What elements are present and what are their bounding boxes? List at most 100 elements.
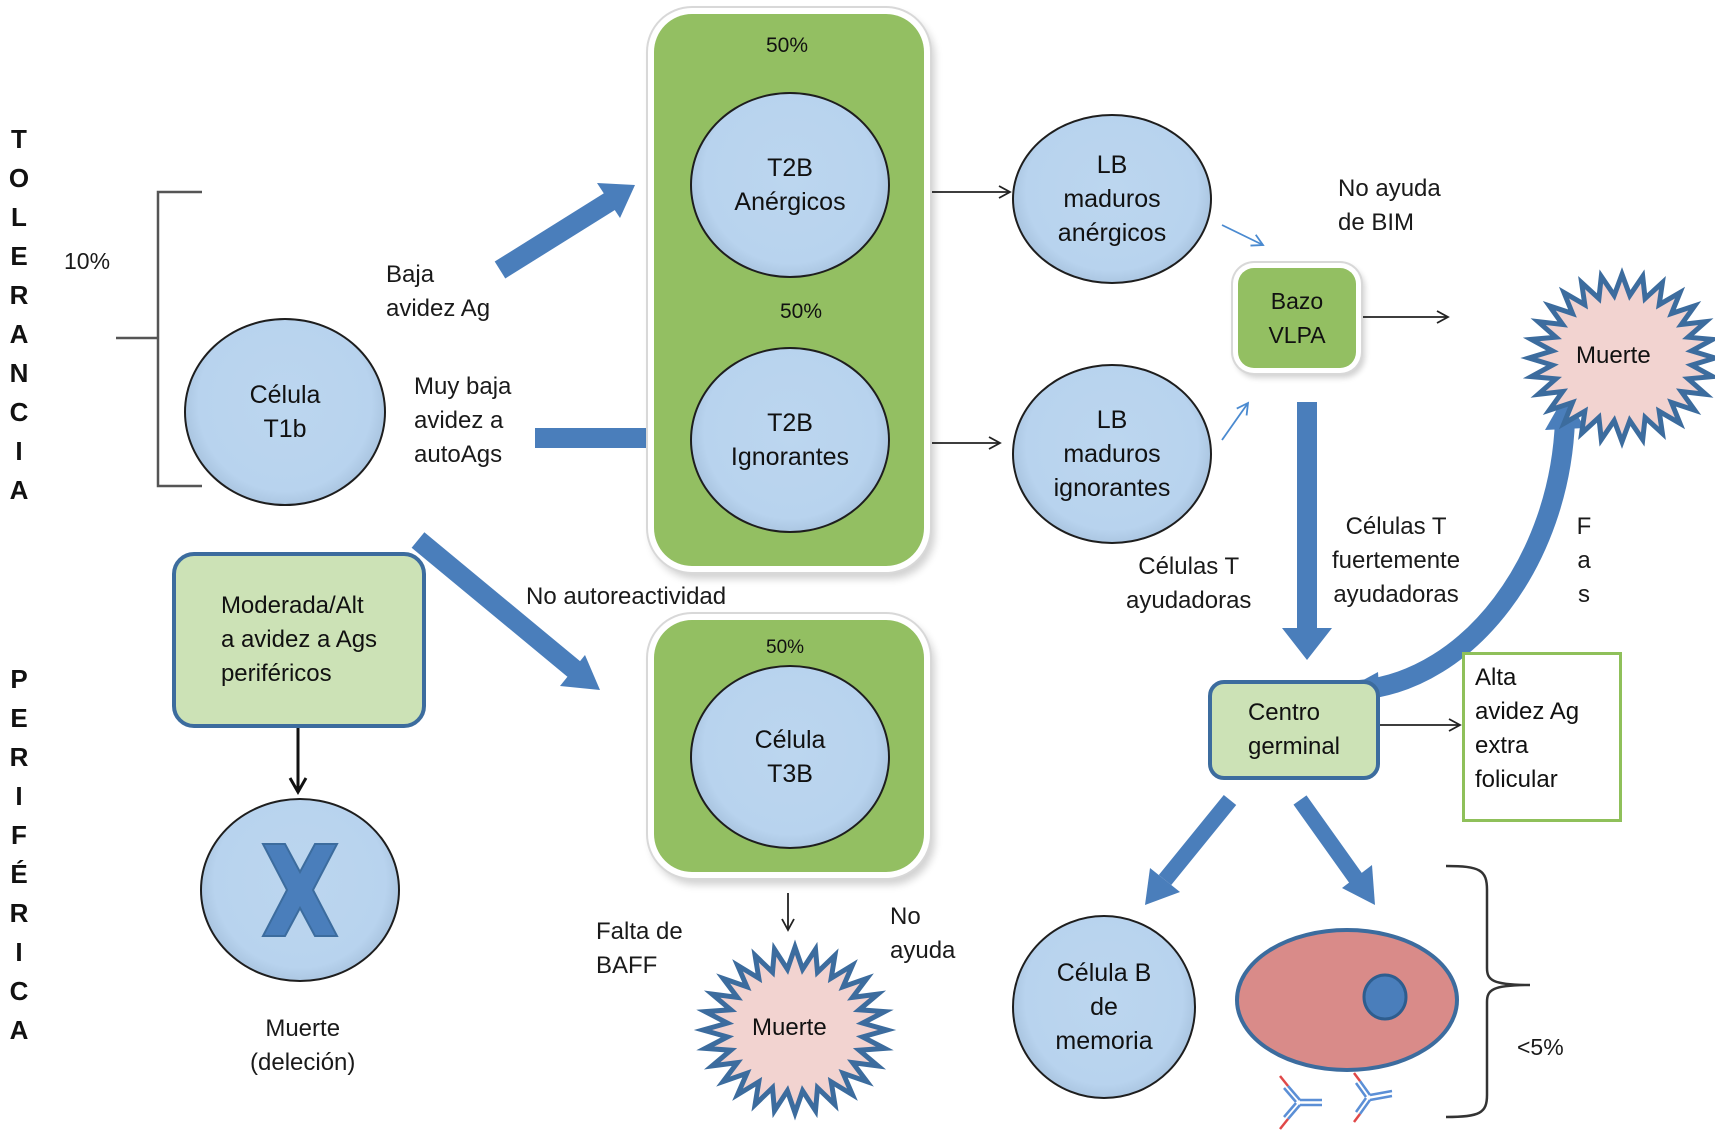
label-line: ayudadoras: [1126, 587, 1252, 614]
box-line: periféricos: [220, 660, 332, 687]
side-letter: F: [11, 820, 27, 850]
box-line: Bazo: [1270, 288, 1324, 314]
label-line: avidez a: [414, 407, 504, 434]
antibody-icon: [1353, 1072, 1393, 1123]
label-line: s: [1578, 581, 1590, 608]
cell-deleted: [200, 798, 400, 982]
side-letter: C: [9, 976, 29, 1006]
delete-x-icon: [261, 843, 339, 937]
bracket-left-icon: [116, 190, 202, 488]
side-letter: O: [8, 163, 30, 193]
box-line: avidez Ag: [1475, 698, 1580, 725]
label-no-help: No ayuda: [890, 900, 955, 968]
label-line: avidez Ag: [386, 295, 491, 322]
side-letter: C: [9, 397, 29, 427]
cell-label: T1b: [263, 415, 307, 443]
label-low-avidity: Baja avidez Ag: [386, 258, 490, 326]
arrow-t-helper: [1282, 402, 1332, 660]
cell-label: Célula: [754, 726, 826, 754]
cell-label: T3B: [767, 760, 813, 788]
cell-label: anérgicos: [1057, 219, 1167, 247]
brace-right-label: <5%: [1517, 1034, 1564, 1060]
cell-label: Ignorantes: [730, 443, 850, 471]
cell-label: Célula: [249, 381, 321, 409]
label-no-autoreactivity: No autoreactividad: [526, 583, 727, 610]
arrow-lb-ignorant-to-spleen: [1221, 401, 1250, 441]
side-letter: A: [9, 319, 29, 349]
cell-label: de: [1090, 993, 1118, 1021]
side-letter: E: [10, 703, 28, 733]
death-label-deletion: Muerte (deleción): [250, 1012, 355, 1080]
cell-t2b-anergic: T2B Anérgicos: [690, 92, 890, 278]
label-line: Falta de: [596, 918, 683, 945]
cell-lb-ignorant: LB maduros ignorantes: [1012, 364, 1212, 544]
side-letter: R: [9, 898, 29, 928]
pct-t2b-ignorant: 50%: [780, 300, 823, 323]
cell-label: Célula B: [1056, 959, 1152, 987]
cell-label: T2B: [767, 409, 813, 437]
label-line: fuertemente: [1332, 547, 1461, 574]
cell-t2b-ignorant: T2B Ignorantes: [690, 347, 890, 533]
label-t-helper: Células T ayudadoras: [1126, 550, 1251, 618]
box-line: Alta: [1475, 664, 1517, 691]
brace-right-icon: [1445, 864, 1531, 1119]
cell-label: ignorantes: [1053, 474, 1171, 502]
pct-t2b-anergic: 50%: [766, 34, 809, 57]
side-letter: R: [9, 742, 29, 772]
label-no-bim-help: No ayuda de BIM: [1338, 172, 1441, 240]
box-line: VLPA: [1268, 322, 1326, 348]
cell-label: LB: [1096, 406, 1128, 434]
label-t-strong-helper: Células T fuertemente ayudadoras: [1332, 510, 1460, 612]
label-line: Células T: [1138, 553, 1240, 580]
cell-label: Anérgicos: [734, 188, 846, 216]
box-germinal-center: Centro germinal: [1208, 680, 1380, 780]
bracket-left-label: 10%: [64, 248, 111, 274]
side-label-tolerancia: T O L E R A N C I A: [4, 120, 34, 510]
box-moderate-high-avidity: Moderada/Alt a avidez a Ags periféricos: [172, 552, 426, 728]
pct-t3b: 50%: [766, 637, 805, 658]
label-line: Muy baja: [414, 373, 512, 400]
arrow-lb-anergic-to-spleen: [1221, 224, 1265, 247]
side-letter: A: [9, 475, 29, 505]
label-fas: F a s: [1574, 510, 1594, 612]
box-extrafollicular: Alta avidez Ag extra folicular: [1462, 652, 1622, 822]
cell-t1b: Célula T1b: [184, 318, 386, 506]
cell-label: LB: [1096, 151, 1128, 179]
side-label-periferica: P E R I F É R I C A: [4, 660, 34, 1050]
cell-memory-b: Célula B de memoria: [1012, 915, 1196, 1099]
side-letter: P: [10, 664, 28, 694]
label-line: Muerte: [265, 1015, 341, 1042]
arrow-gc-memory: [1145, 794, 1237, 905]
box-line: germinal: [1247, 733, 1341, 760]
label-line: F: [1576, 513, 1592, 540]
side-letter: I: [15, 436, 23, 466]
box-line: folicular: [1475, 766, 1558, 793]
death-label-spleen: Muerte: [1576, 342, 1651, 369]
label-line: Baja: [386, 261, 435, 288]
box-line: Moderada/Alt: [220, 592, 364, 619]
box-line: Centro: [1247, 699, 1321, 726]
box-spleen-vlpa: Bazo VLPA: [1238, 268, 1356, 368]
side-letter: I: [15, 937, 23, 967]
label-line: BAFF: [596, 952, 658, 979]
cell-label: maduros: [1063, 440, 1161, 468]
side-letter: R: [9, 280, 29, 310]
label-line: No: [890, 903, 921, 930]
death-label-t3b: Muerte: [752, 1014, 827, 1041]
arrow-gc-plasma: [1293, 795, 1375, 905]
label-line: No ayuda: [1338, 175, 1441, 202]
antibody-icon: [1279, 1075, 1322, 1130]
label-line: autoAgs: [414, 441, 503, 468]
label-very-low-avidity: Muy baja avidez a autoAgs: [414, 370, 511, 472]
label-line: (deleción): [250, 1049, 356, 1076]
plasma-cell-icon: [1235, 928, 1459, 1072]
death-burst-t3b-icon: [693, 939, 897, 1121]
side-letter: L: [11, 202, 27, 232]
label-line: de BIM: [1338, 209, 1415, 236]
box-line: extra: [1475, 732, 1529, 759]
arrow-low-avidity: [494, 183, 635, 279]
label-line: ayuda: [890, 937, 956, 964]
side-letter: E: [10, 241, 28, 271]
side-letter: T: [11, 124, 27, 154]
